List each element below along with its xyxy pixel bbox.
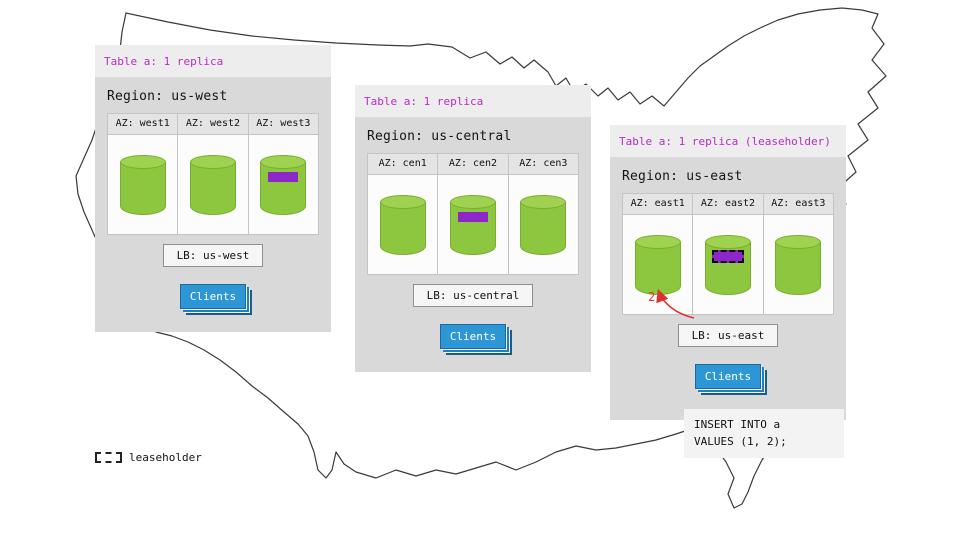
step-number-annotation: 2 xyxy=(648,290,656,304)
az-column-east2: AZ: east2 xyxy=(692,193,764,315)
cylinder-body xyxy=(189,161,236,215)
az-label: AZ: east1 xyxy=(623,194,693,215)
az-column-cen1: AZ: cen1 xyxy=(367,153,439,275)
load-balancer-box: LB: us-central xyxy=(412,284,534,307)
cylinder-top xyxy=(704,234,751,249)
az-column-cen3: AZ: cen3 xyxy=(507,153,579,275)
database-cylinder xyxy=(634,234,681,295)
replica-band xyxy=(457,211,488,222)
cylinder-top xyxy=(520,194,567,209)
sql-line-1: INSERT INTO a xyxy=(694,418,781,431)
table-replica-header: Table a: 1 replica xyxy=(355,85,591,117)
az-label: AZ: west2 xyxy=(178,114,248,135)
database-cylinder xyxy=(189,154,236,215)
az-column-east1: AZ: east1 xyxy=(622,193,694,315)
cylinder-top xyxy=(775,234,822,249)
clients-box: Clients xyxy=(695,364,761,389)
database-cylinder xyxy=(379,194,426,255)
az-column-east3: AZ: east3 xyxy=(762,193,834,315)
region-panel-us-central: Table a: 1 replica Region: us-central AZ… xyxy=(355,85,591,372)
table-replica-label: Table a: 1 replica xyxy=(364,94,484,108)
az-label: AZ: cen1 xyxy=(368,154,438,175)
az-row: AZ: east1 AZ: east2 xyxy=(622,193,834,315)
cylinder-body xyxy=(634,241,681,295)
az-column-west3: AZ: west3 xyxy=(247,113,319,235)
az-label: AZ: east2 xyxy=(693,194,763,215)
az-label: AZ: east3 xyxy=(763,194,833,215)
region-title: Region: us-east xyxy=(622,169,743,184)
database-cylinder xyxy=(260,154,307,215)
table-replica-header: Table a: 1 replica (leaseholder) xyxy=(610,125,846,157)
region-title: Region: us-central xyxy=(367,129,512,144)
replica-band xyxy=(268,171,299,182)
database-cylinder xyxy=(119,154,166,215)
table-replica-label: Table a: 1 replica (leaseholder) xyxy=(619,134,831,148)
cylinder-body xyxy=(520,201,567,255)
cylinder-body xyxy=(260,161,307,215)
database-cylinder xyxy=(775,234,822,295)
az-body xyxy=(623,215,693,314)
cylinder-top xyxy=(449,194,496,209)
load-balancer-box: LB: us-west xyxy=(162,244,264,267)
cylinder-top xyxy=(119,154,166,169)
load-balancer-box: LB: us-east xyxy=(677,324,779,347)
clients-box: Clients xyxy=(180,284,246,309)
table-replica-label: Table a: 1 replica xyxy=(104,54,224,68)
database-cylinder xyxy=(704,234,751,295)
az-body xyxy=(508,175,578,274)
leaseholder-band xyxy=(711,249,744,263)
cylinder-body xyxy=(449,201,496,255)
az-row: AZ: west1 AZ: west2 AZ: xyxy=(107,113,319,235)
table-replica-header: Table a: 1 replica xyxy=(95,45,331,77)
leaseholder-swatch-icon xyxy=(95,452,122,463)
az-body xyxy=(248,135,318,234)
cylinder-top xyxy=(260,154,307,169)
az-body xyxy=(438,175,508,274)
az-label: AZ: west3 xyxy=(248,114,318,135)
az-body xyxy=(368,175,438,274)
az-body xyxy=(108,135,178,234)
region-panel-us-west: Table a: 1 replica Region: us-west AZ: w… xyxy=(95,45,331,332)
database-cylinder xyxy=(449,194,496,255)
az-row: AZ: cen1 AZ: cen2 xyxy=(367,153,579,275)
az-label: AZ: cen2 xyxy=(438,154,508,175)
cylinder-top xyxy=(189,154,236,169)
az-body xyxy=(763,215,833,314)
cylinder-body xyxy=(119,161,166,215)
az-label: AZ: cen3 xyxy=(508,154,578,175)
az-column-cen2: AZ: cen2 xyxy=(437,153,509,275)
sql-line-2: VALUES (1, 2); xyxy=(694,434,787,448)
cylinder-body xyxy=(379,201,426,255)
cylinder-top xyxy=(634,234,681,249)
legend-label: leaseholder xyxy=(129,451,202,464)
clients-box: Clients xyxy=(440,324,506,349)
database-cylinder xyxy=(520,194,567,255)
sql-insert-note: INSERT INTO a VALUES (1, 2); xyxy=(684,409,844,458)
region-panel-us-east: Table a: 1 replica (leaseholder) Region:… xyxy=(610,125,846,420)
cylinder-body xyxy=(775,241,822,295)
az-label: AZ: west1 xyxy=(108,114,178,135)
az-body xyxy=(178,135,248,234)
cylinder-top xyxy=(379,194,426,209)
az-column-west1: AZ: west1 xyxy=(107,113,179,235)
az-body xyxy=(693,215,763,314)
region-title: Region: us-west xyxy=(107,89,228,104)
leaseholder-legend: leaseholder xyxy=(95,451,202,464)
az-column-west2: AZ: west2 xyxy=(177,113,249,235)
